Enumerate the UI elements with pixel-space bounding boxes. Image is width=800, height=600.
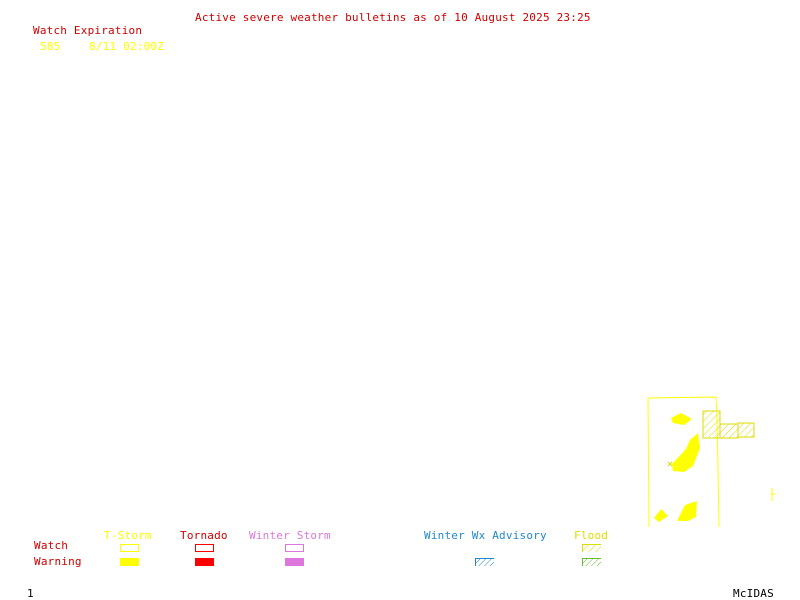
watch-expiration-time: 8/11 02:00Z (89, 40, 165, 53)
flood-warning-swatch (582, 558, 601, 566)
frame-number: 1 (27, 587, 34, 600)
flood-area-3 (737, 422, 755, 438)
legend-tornado-label: Tornado (180, 529, 228, 542)
flood-area-1 (702, 410, 721, 439)
legend-winter-advisory-label: Winter Wx Advisory (424, 529, 547, 542)
tstorm-warning-3 (654, 509, 668, 522)
tornado-watch-swatch (195, 544, 214, 552)
winter-storm-watch-swatch (285, 544, 304, 552)
small-mark-center (667, 461, 673, 467)
flood-watch-swatch (582, 544, 601, 552)
watch-expiration-heading: Watch Expiration (33, 24, 143, 37)
software-label: McIDAS (733, 587, 774, 600)
tstorm-warning-2 (672, 433, 700, 472)
small-mark-east (771, 488, 775, 501)
bulletin-title: Active severe weather bulletins as of 10… (195, 11, 591, 24)
legend-tstorm-label: T-Storm (104, 529, 152, 542)
legend-flood-label: Flood (574, 529, 609, 542)
winter-advisory-swatch (475, 558, 494, 566)
legend-warning-row-label: Warning (34, 555, 82, 568)
legend-watch-row-label: Watch (34, 539, 69, 552)
flood-area-2 (719, 423, 739, 439)
tstorm-watch-outline (647, 396, 720, 528)
tstorm-warning-1 (671, 413, 692, 425)
watch-number: 585 (40, 40, 61, 53)
tstorm-warning-swatch (120, 558, 139, 566)
legend-winter-storm-label: Winter Storm (249, 529, 331, 542)
tornado-warning-swatch (195, 558, 214, 566)
tstorm-warning-4 (677, 501, 697, 521)
tstorm-watch-swatch (120, 544, 139, 552)
winter-storm-warning-swatch (285, 558, 304, 566)
